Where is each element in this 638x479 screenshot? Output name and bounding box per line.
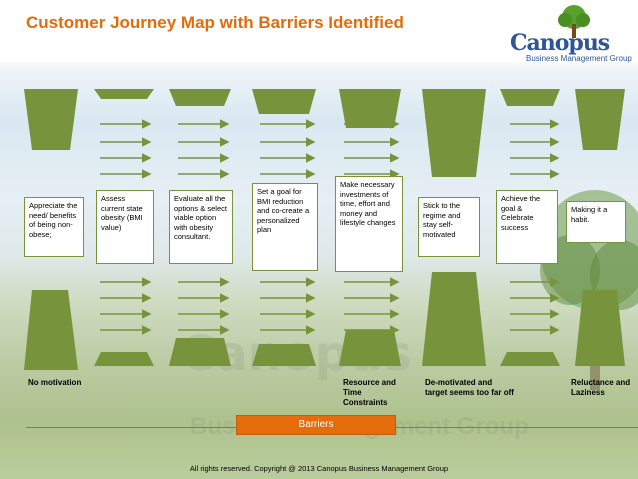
barrier-label-4: Reluctance and Laziness (571, 378, 631, 397)
step-box-1: Appreciate the need/ benefits of being n… (24, 197, 84, 257)
flow-arrows (100, 119, 560, 335)
header (0, 0, 638, 62)
top-shape-6 (422, 89, 486, 177)
barrier-label-3: De-motivated and target seems too far of… (425, 378, 514, 397)
page-title: Customer Journey Map with Barriers Ident… (26, 13, 404, 32)
top-shape-2 (94, 89, 154, 99)
bottom-shape-2 (94, 352, 154, 366)
bottom-shape-4 (252, 344, 316, 366)
bottom-shape-3 (169, 338, 231, 366)
step-box-8: Making it a habit. (566, 201, 626, 243)
logo-wordmark: Canopus (510, 30, 610, 56)
step-box-5: Make necessary investments of time, effo… (335, 176, 403, 272)
top-shape-4 (252, 89, 316, 114)
barriers-button[interactable]: Barriers (236, 415, 396, 435)
top-shapes (24, 89, 625, 177)
bottom-shape-5 (339, 330, 401, 366)
step-box-3: Evaluate all the options & select viable… (169, 190, 233, 264)
top-shape-1 (24, 89, 78, 150)
top-shape-8 (575, 89, 625, 150)
step-box-2: Assess current state obesity (BMI value) (96, 190, 154, 264)
top-shape-7 (500, 89, 560, 106)
bottom-shape-6 (422, 272, 486, 366)
barrier-label-2: Resource and Time Constraints (343, 378, 396, 407)
bottom-shape-7 (500, 352, 560, 366)
company-logo: Canopus Business Management Group (500, 4, 636, 63)
copyright-text: All rights reserved. Copyright @ 2013 Ca… (189, 464, 449, 473)
top-shape-5 (339, 89, 401, 128)
bottom-shapes (24, 272, 625, 370)
bottom-shape-8 (575, 290, 625, 366)
logo-subtitle: Business Management Group (526, 54, 632, 63)
bottom-shape-1 (24, 290, 78, 370)
step-box-7: Achieve the goal & Celebrate success (496, 190, 558, 264)
barrier-label-1: No motivation (28, 378, 82, 387)
step-box-6: Stick to the regime and stay self-motiva… (418, 197, 480, 257)
step-box-4: Set a goal for BMI reduction and co-crea… (252, 183, 318, 271)
top-shape-3 (169, 89, 231, 106)
tree-logo-icon (558, 5, 590, 38)
